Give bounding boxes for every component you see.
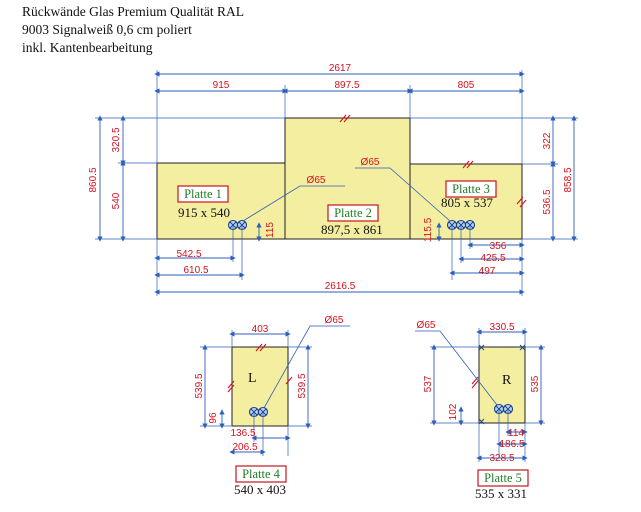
dim-p3-hole-b: 425.5 (480, 253, 505, 264)
plate-2-label: Platte 2 897,5 x 861 (321, 204, 383, 237)
plate-2-size: 897,5 x 861 (321, 222, 383, 237)
svg-text:Platte 1: Platte 1 (184, 187, 222, 201)
dim-hole-h-right: 115.5 (423, 217, 434, 242)
p4-dim-hole-b: 206.5 (232, 442, 257, 453)
plate-5-detail: 330.5 537 535 R Ø65 102 114 186.5 (415, 320, 545, 501)
svg-text:Platte 2: Platte 2 (334, 206, 372, 220)
p4-dim-hole-a: 136.5 (230, 428, 255, 439)
left-dimensions: 860.5 320.5 540 (88, 115, 285, 242)
plate-3-label: Platte 3 805 x 537 (441, 180, 497, 210)
p4-dim-width: 403 (252, 324, 269, 335)
plate-3-size: 805 x 537 (441, 195, 494, 210)
top-dimensions: 2617 915 897.5 805 (154, 63, 525, 164)
plate-4-label: Platte 4 (242, 467, 281, 481)
plate-5-size: 535 x 331 (475, 486, 527, 501)
plate-5-label-box (477, 469, 529, 487)
p5-dim-hole-a: 114 (508, 428, 524, 439)
dim-hole-h-left: 115 (265, 222, 276, 238)
p4-dim-h-left: 539.5 (194, 373, 205, 398)
p5-dim-dia: Ø65 (417, 320, 436, 331)
seam-marks (339, 114, 527, 208)
dim-seg-2: 897.5 (334, 80, 359, 91)
dim-left-lower: 540 (111, 192, 122, 209)
p5-dim-width: 330.5 (489, 322, 514, 333)
dim-hole-dia-mid: Ø65 (361, 157, 380, 168)
plate-1-holes: Ø65 115 542.5 610.5 (154, 175, 345, 296)
p5-dim-hole-h: 102 (448, 403, 459, 420)
dim-left-total: 860.5 (88, 167, 99, 192)
plate-5-label: Platte 5 (484, 471, 522, 485)
plate-4-detail: 403 539.5 539.5 L Ø65 96 136.5 206.5 Pla… (194, 315, 350, 497)
dim-right-upper: 322 (542, 132, 553, 149)
p4-dim-h-right: 539.5 (297, 373, 308, 398)
plate-1-size: 915 x 540 (178, 205, 230, 220)
title-line-2: 9003 Signalweiß 0,6 cm poliert (22, 22, 192, 37)
p4-letter: L (248, 371, 257, 386)
p4-dim-hole-h: 96 (208, 412, 219, 424)
dim-right-lower: 536.5 (542, 189, 553, 214)
p5-dim-hole-b: 186.5 (499, 439, 524, 450)
dim-total-top: 2617 (329, 63, 352, 74)
dim-p1-hole-b: 610.5 (183, 265, 208, 276)
p5-dim-hole-c: 328.5 (489, 453, 514, 464)
bottom-dimension: 2616.5 (154, 281, 525, 295)
dim-total-bottom: 2616.5 (325, 281, 356, 292)
right-dimensions: 322 536.5 858.5 (410, 115, 578, 242)
p5-dim-h-left: 537 (423, 375, 434, 392)
p5-dim-h-right: 535 (530, 375, 541, 392)
dim-p3-hole-a: 356 (490, 241, 507, 252)
dim-right-total: 858.5 (563, 167, 574, 192)
p5-letter: R (502, 373, 512, 388)
plate-4-size: 540 x 403 (234, 482, 286, 497)
dim-p1-hole-a: 542.5 (176, 249, 201, 260)
plate-3-holes: Ø65 115.5 356 425.5 497 (355, 157, 525, 296)
title-line-1: Rückwände Glas Premium Qualität RAL (22, 4, 244, 19)
dim-seg-1: 915 (213, 80, 230, 91)
p4-dim-dia: Ø65 (325, 315, 344, 326)
dim-p3-hole-c: 497 (479, 266, 496, 277)
svg-text:Platte 3: Platte 3 (452, 182, 490, 196)
dim-left-upper: 320.5 (111, 127, 122, 152)
title-block: Rückwände Glas Premium Qualität RAL 9003… (22, 3, 244, 57)
plate-1-label: Platte 1 915 x 540 (177, 185, 230, 220)
dim-hole-dia-left: Ø65 (307, 175, 326, 186)
plate-4-label-box (235, 465, 287, 483)
dim-seg-3: 805 (458, 80, 475, 91)
title-line-3: inkl. Kantenbearbeitung (22, 40, 153, 55)
